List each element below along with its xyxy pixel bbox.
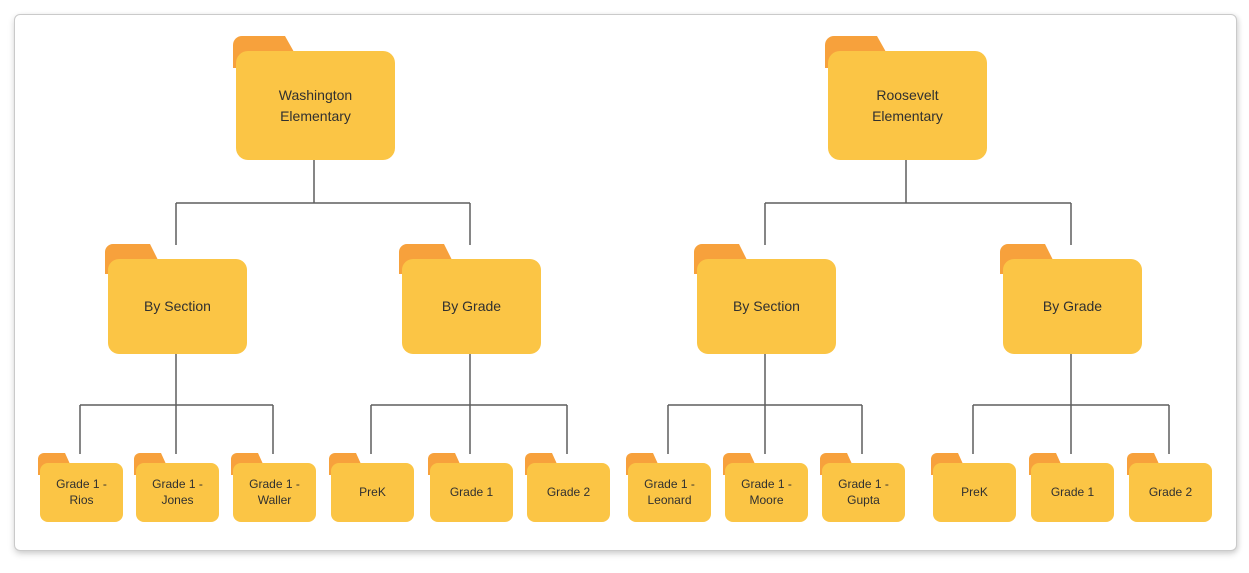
folder-washington-by-section[interactable]: By Section [105,244,247,354]
folder-label: Washington Elementary [278,87,353,124]
folder-body: PreK [331,463,414,522]
folder-label: Grade 1 - Waller [249,476,300,507]
folder-label: PreK [359,484,386,499]
folder-washington-prek[interactable]: PreK [329,453,414,522]
folder-roosevelt-grade1[interactable]: Grade 1 [1029,453,1114,522]
folder-washington-grade2[interactable]: Grade 2 [525,453,610,522]
folder-label: Grade 1 - Moore [741,476,792,507]
folder-body: Grade 2 [1129,463,1212,522]
folder-roosevelt-root[interactable]: Roosevelt Elementary [825,36,987,160]
folder-label: Roosevelt Elementary [872,87,943,124]
folder-body: By Grade [1003,259,1142,354]
folder-roosevelt-grade1-moore[interactable]: Grade 1 - Moore [723,453,808,522]
folder-body: Grade 1 - Moore [725,463,808,522]
folder-roosevelt-grade1-gupta[interactable]: Grade 1 - Gupta [820,453,905,522]
folder-body: Grade 2 [527,463,610,522]
folder-washington-grade1-rios[interactable]: Grade 1 - Rios [38,453,123,522]
folder-label: Grade 1 - Gupta [838,476,889,507]
folder-label: Grade 1 - Jones [152,476,203,507]
folder-body: Grade 1 - Leonard [628,463,711,522]
folder-label: By Grade [1042,297,1103,314]
folder-washington-by-grade[interactable]: By Grade [399,244,541,354]
folder-label: By Section [733,297,800,314]
folder-washington-root[interactable]: Washington Elementary [233,36,395,160]
folder-body: Grade 1 - Waller [233,463,316,522]
folder-body: By Section [697,259,836,354]
folder-label: Grade 1 - Rios [56,476,107,507]
folder-body: PreK [933,463,1016,522]
folder-label: By Section [144,297,211,314]
folder-body: Grade 1 - Rios [40,463,123,522]
folder-label: By Grade [441,297,502,314]
folder-body: By Section [108,259,247,354]
folder-roosevelt-by-grade[interactable]: By Grade [1000,244,1142,354]
folder-body: Grade 1 - Jones [136,463,219,522]
folder-label: Grade 1 [449,484,494,499]
folder-roosevelt-by-section[interactable]: By Section [694,244,836,354]
folder-roosevelt-grade2[interactable]: Grade 2 [1127,453,1212,522]
folder-washington-grade1[interactable]: Grade 1 [428,453,513,522]
folder-roosevelt-prek[interactable]: PreK [931,453,1016,522]
folder-label: Grade 1 [1050,484,1095,499]
folder-body: Grade 1 [1031,463,1114,522]
folder-washington-grade1-jones[interactable]: Grade 1 - Jones [134,453,219,522]
folder-roosevelt-grade1-leonard[interactable]: Grade 1 - Leonard [626,453,711,522]
folder-body: By Grade [402,259,541,354]
folder-body: Grade 1 [430,463,513,522]
folder-body: Washington Elementary [236,51,395,160]
folder-label: PreK [961,484,988,499]
folder-body: Grade 1 - Gupta [822,463,905,522]
folder-label: Grade 1 - Leonard [644,476,695,507]
folder-label: Grade 2 [546,484,591,499]
folder-body: Roosevelt Elementary [828,51,987,160]
folder-washington-grade1-waller[interactable]: Grade 1 - Waller [231,453,316,522]
folder-label: Grade 2 [1148,484,1193,499]
